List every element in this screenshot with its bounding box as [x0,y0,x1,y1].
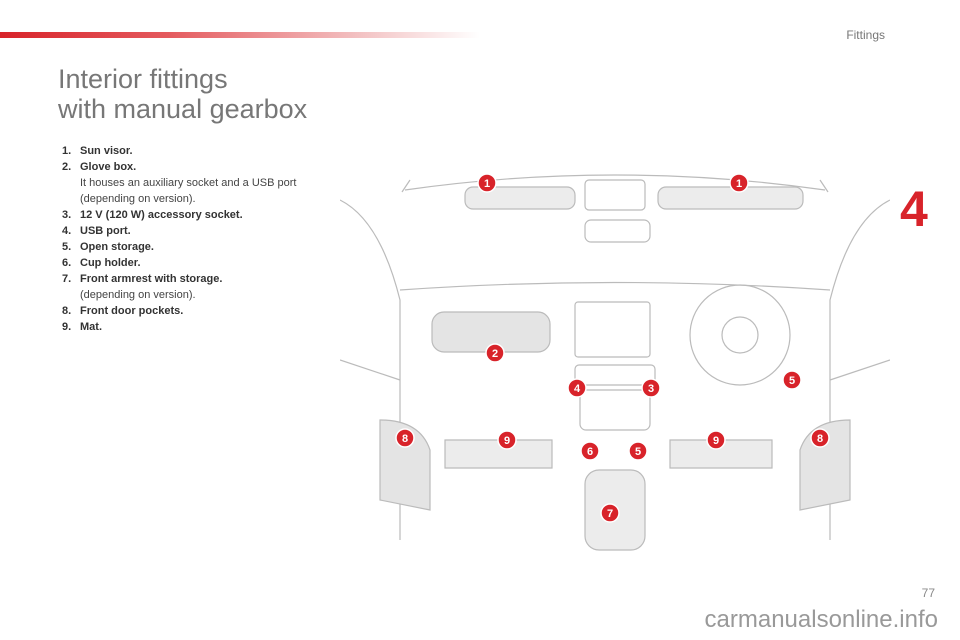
list-item: 9. Mat. [62,319,322,335]
list-item: 4. USB port. [62,223,322,239]
list-item: 1. Sun visor. [62,143,322,159]
item-label: Cup holder. [80,257,141,269]
callout-marker [782,370,802,390]
callout-label: 1 [736,178,742,190]
list-item: 6. Cup holder. [62,255,322,271]
list-item: 7. Front armrest with storage. [62,271,322,287]
item-label: Mat. [80,321,102,333]
callout-label: 5 [789,375,795,387]
mat-right [669,439,773,469]
car-interior-diagram: 1 1 2 4 3 5 8 9 6 5 9 8 7 [340,173,890,551]
callout-label: 2 [492,348,498,360]
callout-label: 1 [484,178,490,190]
item-label: Sun visor. [80,145,133,157]
callout-label: 8 [402,433,408,445]
page-number: 77 [921,586,935,600]
item-label: Open storage. [80,241,154,253]
callouts: 1 1 2 4 3 5 8 9 6 5 9 8 7 [395,173,830,523]
callout-label: 5 [635,446,641,458]
callout-label: 8 [817,433,823,445]
item-number: 1. [62,145,72,157]
section-title: Fittings [846,28,885,42]
air-vents [574,364,656,386]
callout-label: 9 [713,435,719,447]
item-number: 2. [62,161,72,173]
callout-label: 7 [607,508,613,520]
item-number: 5. [62,241,72,253]
steering-wheel [689,284,791,386]
watermark: carmanualsonline.info [704,606,938,633]
header-accent-bar [0,32,480,38]
item-number: 4. [62,225,72,237]
list-item: 5. Open storage. [62,239,322,255]
item-number: 7. [62,273,72,285]
callout-marker [729,173,749,193]
callout-marker [485,343,505,363]
item-number: 6. [62,257,72,269]
a-pillars [340,199,890,540]
chapter-number: 4 [900,181,928,237]
door-pocket-left [379,419,431,511]
door-lines [340,359,890,381]
item-number: 3. [62,209,72,221]
callout-marker [477,173,497,193]
callout-marker [628,441,648,461]
callout-marker [600,503,620,523]
sun-visor-left [464,186,576,210]
steering-hub [721,316,759,354]
callout-marker [580,441,600,461]
list-item: 8. Front door pockets. [62,303,322,319]
item-label: USB port. [80,225,131,237]
list-item: 2. Glove box. [62,159,322,175]
title-line2: with manual gearbox [58,94,308,124]
touchscreen [574,301,651,358]
center-console [579,389,651,431]
item-note: It houses an auxiliary socket and a USB … [80,177,297,205]
callout-marker [706,430,726,450]
callout-marker [641,378,661,398]
callout-marker [810,428,830,448]
dashboard-top [399,281,831,291]
title-line1: Interior fittings [58,64,228,94]
callout-label: 4 [574,383,581,395]
callout-label: 9 [504,435,510,447]
item-note: (depending on version). [80,289,196,301]
item-label: Glove box. [80,161,137,173]
item-label: Front door pockets. [80,305,184,317]
callout-marker [497,430,517,450]
roof-console [584,179,646,211]
rear-mirror [584,219,651,243]
callout-marker [567,378,587,398]
roof-line [404,174,826,191]
item-label: 12 V (120 W) accessory socket. [80,209,243,221]
sun-visor-right [657,186,804,210]
item-label: Front armrest with storage. [80,273,223,285]
item-number: 9. [62,321,72,333]
fittings-list: 1. Sun visor. 2. Glove box. It houses an a… [62,143,322,335]
roof-edge [401,179,829,193]
callout-label: 6 [587,446,593,458]
list-item: 3. 12 V (120 W) accessory socket. [62,207,322,223]
callout-marker [395,428,415,448]
callout-label: 3 [648,383,654,395]
item-number: 8. [62,305,72,317]
